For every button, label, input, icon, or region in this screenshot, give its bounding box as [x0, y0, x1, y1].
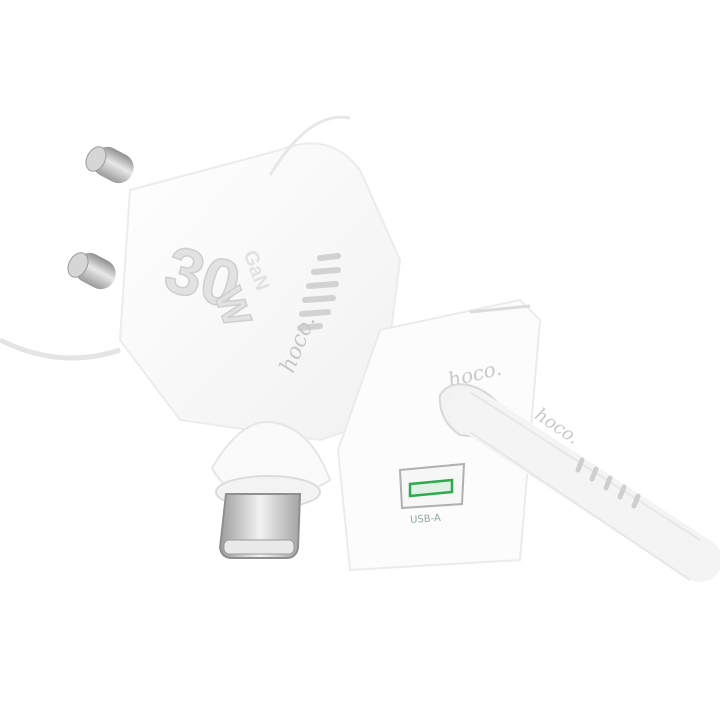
plug-pin-top: [85, 146, 134, 184]
dual-charger-body: [336, 298, 542, 572]
usb-a-port: [398, 462, 466, 510]
cable-grip-ridges: [575, 457, 641, 509]
usb-c-plug: [210, 420, 332, 559]
cable-outline: [469, 391, 701, 581]
vent-grille: [297, 253, 341, 331]
usb-c-opening: [223, 539, 295, 555]
wall-charger: 30 W GaN hoco.: [0, 115, 402, 442]
charger-back-edge: [268, 115, 351, 176]
usb-cable: hoco.: [438, 383, 720, 582]
cable-strain-relief: [448, 388, 720, 582]
usb-a-port-label: USB-A: [410, 513, 442, 526]
dual-charger-top-edge: [469, 304, 531, 314]
plug-pin-bottom: [67, 252, 116, 290]
charger-base-shadow: [0, 337, 121, 361]
dual-port-charger: hoco. USB-A: [336, 298, 542, 572]
